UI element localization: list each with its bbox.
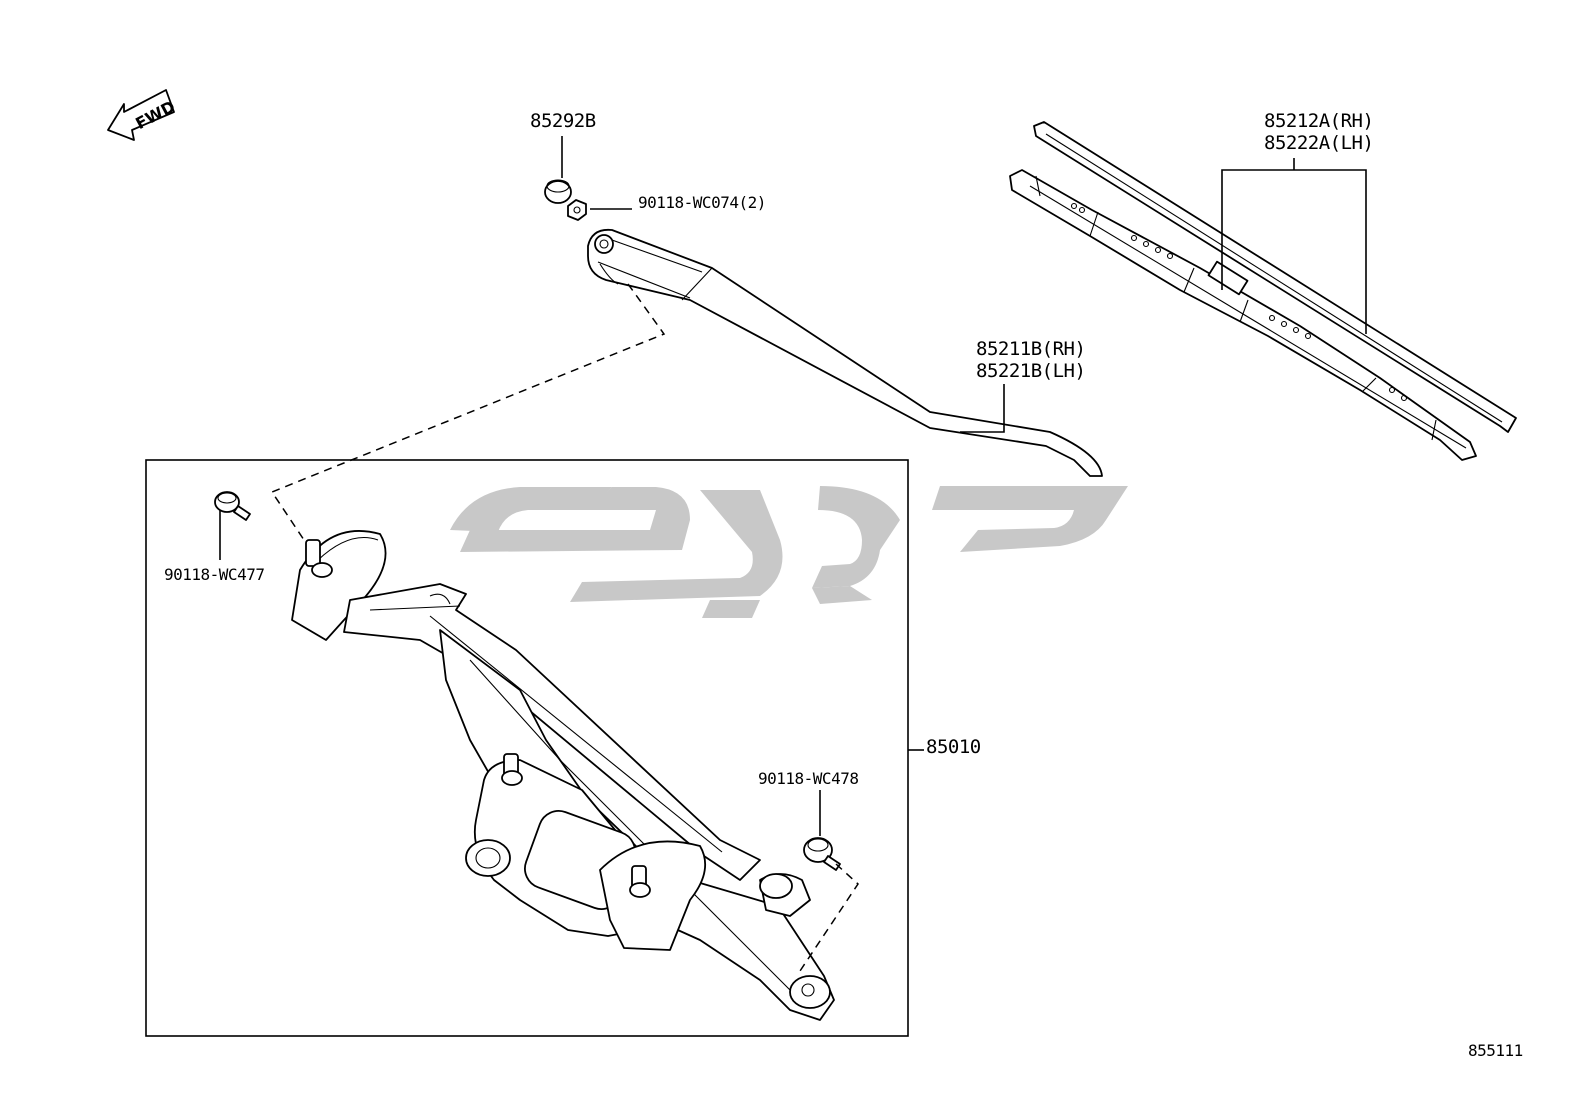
- fwd-arrow-icon: FWD: [107, 89, 178, 141]
- diagram-id: 855111: [1468, 1041, 1523, 1060]
- label-85212A-RH: 85212A(RH): [1264, 110, 1374, 132]
- watermark-logo: [450, 486, 1128, 618]
- label-85292B: 85292B: [530, 110, 596, 132]
- right-bolt-part: [803, 837, 841, 871]
- right-pivot-stud: [629, 865, 651, 898]
- wiper-link-motor-part: [291, 530, 835, 1021]
- label-90118-WC074: 90118-WC074(2): [638, 193, 766, 212]
- assembly-guide-lines: [270, 283, 859, 975]
- wiper-blade-part: [1009, 121, 1517, 461]
- arm-nut-part: [567, 199, 587, 221]
- label-85221B-LH: 85221B(LH): [976, 360, 1086, 382]
- label-85010: 85010: [926, 736, 981, 758]
- cap-part: [544, 179, 572, 204]
- label-85222A-LH: 85222A(LH): [1264, 132, 1374, 154]
- wiper-arm-part: [587, 228, 1103, 477]
- label-90118-WC477: 90118-WC477: [164, 565, 265, 584]
- left-bolt-part: [214, 491, 251, 521]
- link-assembly-frame: [145, 459, 909, 1037]
- label-90118-WC478: 90118-WC478: [758, 769, 859, 788]
- label-85211B-RH: 85211B(RH): [976, 338, 1086, 360]
- left-pivot-stud: [305, 539, 333, 578]
- leader-lines: [219, 136, 1367, 836]
- motor-pivot-stud: [501, 753, 523, 786]
